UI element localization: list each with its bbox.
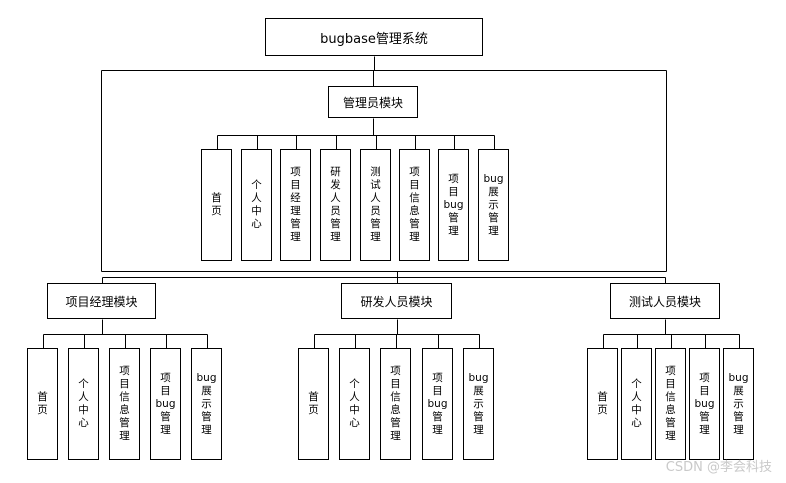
- module-pm-item: 个人中心: [68, 348, 99, 460]
- module-admin-item: 个人中心: [241, 149, 272, 261]
- module-pm: 项目经理模块: [47, 283, 156, 319]
- module-tester-item-label: 项目信息管理: [665, 365, 676, 442]
- module-admin-item-label: 首页: [211, 192, 222, 217]
- csdn-watermark: CSDN @李会科技: [665, 460, 772, 475]
- module-dev-item-label: 项目信息管理: [390, 365, 401, 442]
- module-pm-item-label: 项目信息管理: [119, 365, 130, 442]
- module-tester-item: 首页: [587, 348, 618, 460]
- module-dev-item: 个人中心: [339, 348, 370, 460]
- module-admin-item: 首页: [201, 149, 232, 261]
- module-admin-item: 研发人员管理: [320, 149, 351, 261]
- module-pm-item: 项目信息管理: [109, 348, 140, 460]
- module-dev-item: 首页: [298, 348, 329, 460]
- module-admin-item-label: 研发人员管理: [330, 166, 341, 243]
- module-tester-item: 个人中心: [621, 348, 652, 460]
- module-admin-item-label: 项目信息管理: [409, 166, 420, 243]
- module-admin-item-label: 测试人员管理: [370, 166, 381, 243]
- module-dev-item: 项目信息管理: [380, 348, 411, 460]
- module-tester: 测试人员模块: [610, 283, 720, 319]
- root-node: bugbase管理系统: [265, 18, 483, 56]
- module-admin-item-label: 项目经理管理: [290, 166, 301, 243]
- module-tester-item: 项目信息管理: [655, 348, 686, 460]
- module-dev: 研发人员模块: [341, 283, 452, 319]
- module-dev-item-label: 个人中心: [349, 378, 360, 429]
- module-pm-item: 首页: [27, 348, 58, 460]
- module-pm-item-label: 个人中心: [78, 378, 89, 429]
- module-tester-item-label: 个人中心: [631, 378, 642, 429]
- module-pm-item-label: 首页: [37, 391, 48, 416]
- module-tester-item-label: 首页: [597, 391, 608, 416]
- module-dev-item-label: 首页: [308, 391, 319, 416]
- module-admin-item: 测试人员管理: [360, 149, 391, 261]
- module-admin-item: 项目信息管理: [399, 149, 430, 261]
- module-admin-item: 项目经理管理: [280, 149, 311, 261]
- module-admin: 管理员模块: [328, 86, 418, 118]
- module-admin-item-label: 个人中心: [251, 179, 262, 230]
